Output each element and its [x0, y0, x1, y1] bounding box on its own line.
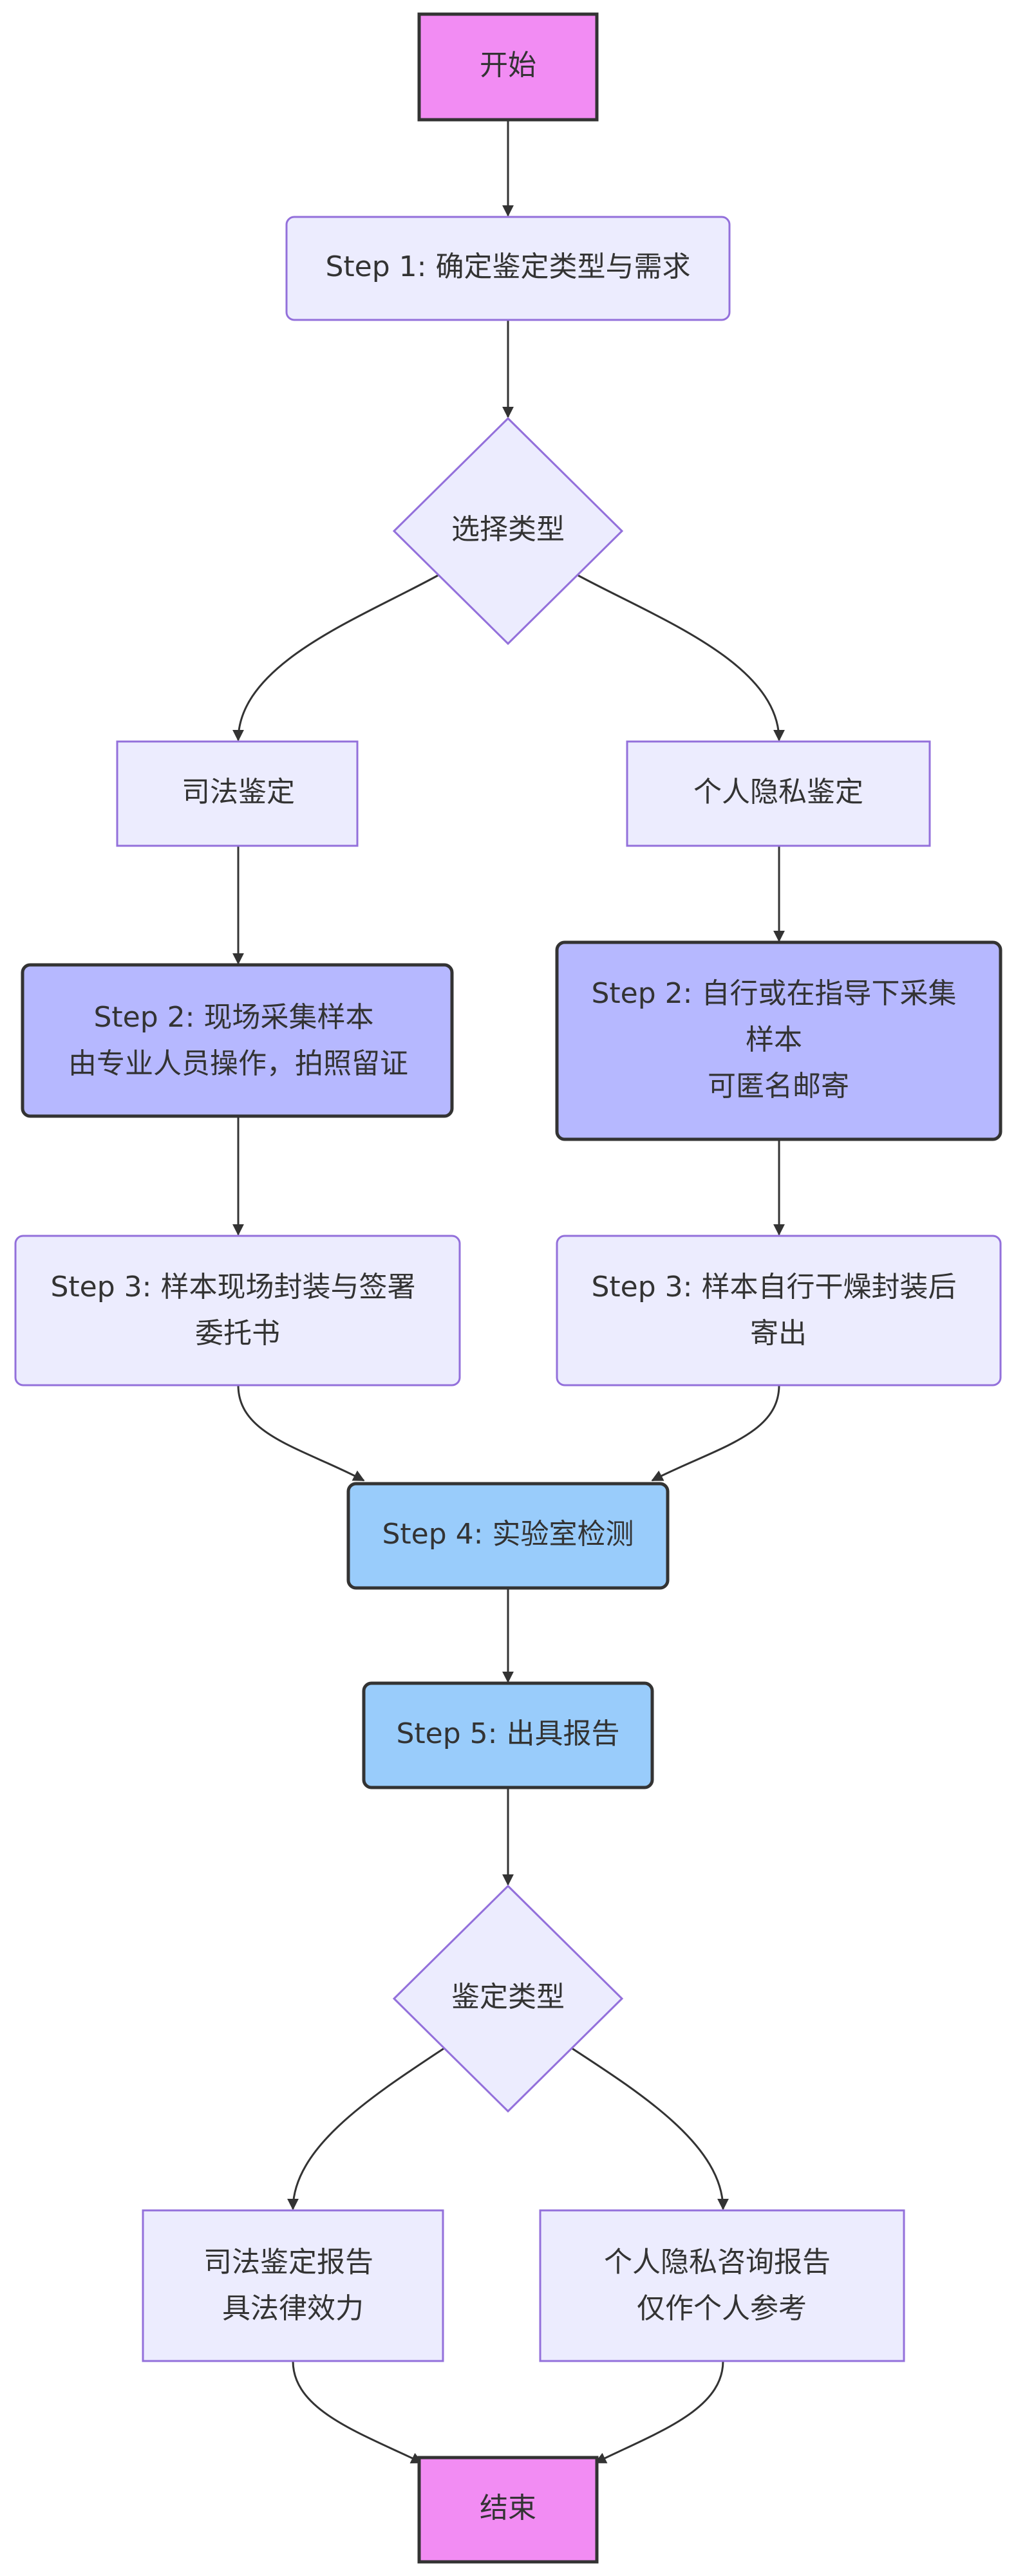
node-step5-label: Step 5: 出具报告: [397, 1717, 620, 1750]
node-report-type: 鉴定类型: [392, 1884, 624, 2113]
node-choose-type: 选择类型: [392, 416, 624, 646]
node-private-step3-line2: 寄出: [750, 1317, 807, 1350]
node-judicial: 司法鉴定: [116, 740, 359, 847]
node-private-label: 个人隐私鉴定: [693, 776, 863, 808]
node-private-step2: Step 2: 自行或在指导下采集 样本 可匿名邮寄: [555, 940, 1002, 1141]
edge-jstep3-step4: [237, 1385, 365, 1482]
svg-text:Step 2: 自行或在指导下采集 样本: Step 2: 自行或在指导下采集 样本 可匿名邮寄: [592, 977, 966, 1103]
node-judicial-step3-line1: Step 3: 样本现场封装与签署: [51, 1271, 416, 1303]
svg-text:Step 3: 样本现场封装与签署 委托书: Step 3: 样本现场封装与签署 委托书: [51, 1271, 425, 1350]
node-step4-label: Step 4: 实验室检测: [382, 1518, 634, 1551]
node-start-label: 开始: [480, 49, 536, 82]
node-private-step2-line2: 样本: [746, 1023, 802, 1056]
node-judicial-report: 司法鉴定报告 具法律效力: [142, 2209, 444, 2362]
node-private-step2-line1: Step 2: 自行或在指导下采集: [592, 977, 957, 1010]
node-private-step2-line3: 可匿名邮寄: [708, 1070, 849, 1103]
edge-jreport-end: [292, 2360, 423, 2464]
svg-text:司法鉴定报告 具法律效力: 司法鉴定报告 具法律效力: [203, 2246, 382, 2325]
node-judicial-step2: Step 2: 现场采集样本 由专业人员操作，拍照留证: [21, 963, 454, 1118]
node-private-step3: Step 3: 样本自行干燥封装后 寄出: [556, 1235, 1002, 1386]
edges: [232, 120, 785, 2464]
node-step1-label: Step 1: 确定鉴定类型与需求: [326, 250, 691, 283]
edge-choose-judicial: [232, 574, 438, 742]
node-judicial-label: 司法鉴定: [182, 776, 295, 808]
node-judicial-step3-line2: 委托书: [195, 1317, 280, 1350]
node-judicial-report-line2: 具法律效力: [222, 2292, 364, 2325]
node-private: 个人隐私鉴定: [626, 740, 931, 847]
node-judicial-report-line1: 司法鉴定报告: [203, 2246, 373, 2279]
node-start: 开始: [417, 12, 599, 122]
node-private-step3-line1: Step 3: 样本自行干燥封装后: [592, 1271, 957, 1303]
edge-reporttype-preport: [571, 2047, 729, 2210]
edge-preport-end: [594, 2360, 724, 2464]
edge-choose-private: [578, 574, 785, 742]
nodes: 开始 Step 1: 确定鉴定类型与需求 选择类型 司法鉴定 个人隐私鉴定 St…: [14, 12, 1002, 2564]
node-report-type-label: 鉴定类型: [451, 1981, 565, 2013]
node-judicial-step2-line1: Step 2: 现场采集样本: [94, 1001, 374, 1034]
node-step5: Step 5: 出具报告: [362, 1681, 654, 1789]
node-step1: Step 1: 确定鉴定类型与需求: [285, 216, 731, 321]
node-end-label: 结束: [480, 2492, 536, 2525]
node-end: 结束: [417, 2456, 599, 2564]
node-private-report-line2: 仅作个人参考: [637, 2292, 807, 2325]
svg-text:Step 3: 样本自行干燥封装后 寄出: Step 3: 样本自行干燥封装后 寄出: [592, 1271, 966, 1350]
svg-text:Step 2: 现场采集样本 由专业人员操作: Step 2: 现场采集样本 由专业人员操作，拍照留证: [68, 1001, 408, 1080]
node-choose-type-label: 选择类型: [451, 513, 565, 546]
node-step4: Step 4: 实验室检测: [346, 1482, 670, 1590]
edge-pstep3-step4: [651, 1385, 780, 1482]
node-private-report-line1: 个人隐私咨询报告: [604, 2246, 831, 2279]
edge-reporttype-jreport: [287, 2047, 445, 2210]
svg-text:个人隐私咨询报告 仅作个人参考: 个人隐私咨询报告 仅作个人参考: [604, 2246, 840, 2325]
node-judicial-step3: Step 3: 样本现场封装与签署 委托书: [14, 1235, 461, 1386]
node-judicial-step2-line2: 由专业人员操作，拍照留证: [68, 1047, 408, 1080]
node-private-report: 个人隐私咨询报告 仅作个人参考: [539, 2209, 905, 2362]
